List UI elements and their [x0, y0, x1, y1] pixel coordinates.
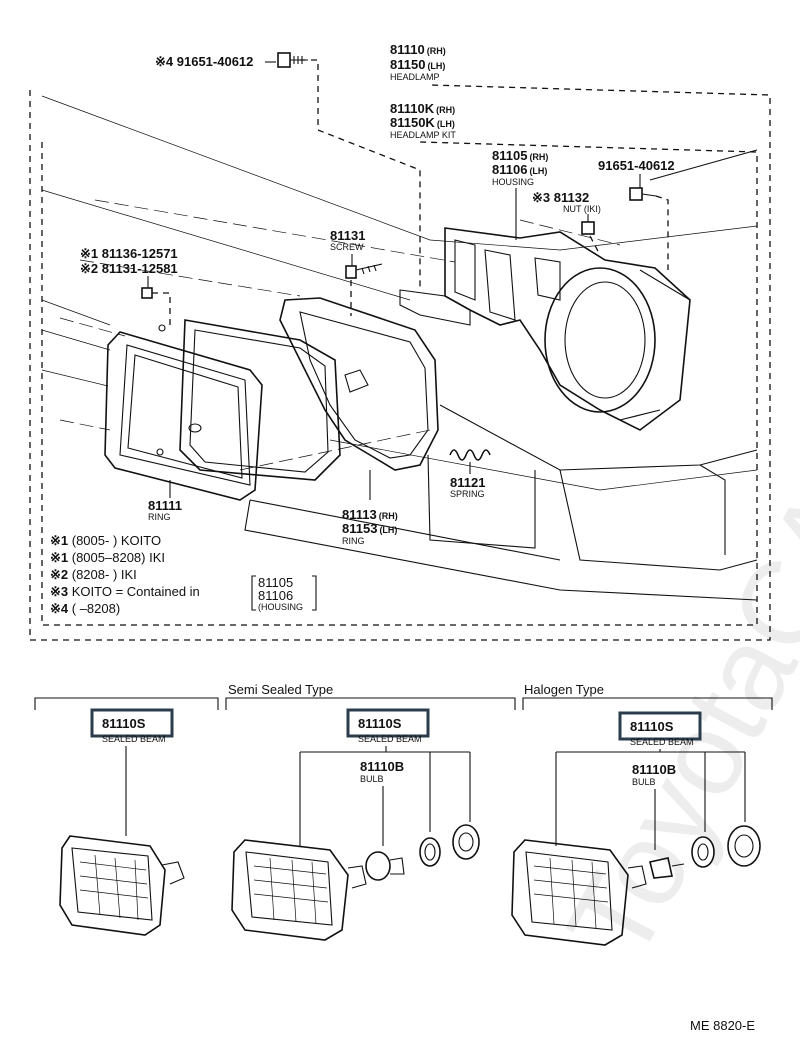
svg-text:(HOUSING: (HOUSING	[258, 602, 303, 612]
headlamp-kit-frame	[41, 141, 758, 626]
sealed-beam-exploded	[179, 319, 341, 481]
bulb-middle-icon	[365, 851, 405, 881]
diagram-code: ME 8820-E	[690, 1018, 755, 1033]
svg-text:81106: 81106	[258, 588, 293, 603]
screw-alt-icon	[141, 287, 171, 325]
svg-text:81105(RH): 81105(RH)	[492, 148, 548, 163]
inner-ring	[279, 297, 439, 471]
socket-middle-icon	[419, 837, 441, 867]
sealed-beam-right: 81110S SEALED BEAM 81110B BULB	[511, 711, 746, 946]
svg-text:※4 ( –8208): ※4 ( –8208)	[50, 601, 120, 616]
svg-text:81113(RH): 81113(RH)	[342, 507, 398, 522]
svg-text:81110B: 81110B	[360, 759, 404, 774]
svg-text:※3 81132: ※3 81132	[532, 190, 589, 205]
notes-block: ※1 (8005- ) KOITO ※1 (8005–8208) IKI ※2 …	[50, 533, 317, 616]
svg-text:81106(LH): 81106(LH)	[492, 162, 547, 177]
svg-text:BULB: BULB	[360, 774, 384, 784]
svg-text:SEALED BEAM: SEALED BEAM	[102, 734, 166, 744]
callout-bolt-right: 91651-40612	[598, 158, 675, 188]
callout-ring-outer: 81111 RING	[148, 480, 182, 522]
svg-text:81110S: 81110S	[102, 716, 146, 731]
housing-bracket	[399, 227, 691, 431]
svg-text:※1 81136-12571: ※1 81136-12571	[80, 246, 178, 261]
screw-top-icon	[277, 52, 308, 68]
outer-ring	[104, 324, 263, 501]
headlamp-assy-frame	[29, 84, 771, 641]
svg-text:Halogen Type: Halogen Type	[524, 682, 604, 697]
sealed-beam-left: 81110S SEALED BEAM	[59, 708, 185, 936]
callout-screw-alt: ※1 81136-12571 ※2 81131-12581	[80, 246, 178, 288]
section-brackets: Semi Sealed Type Halogen Type	[34, 682, 773, 710]
svg-text:81110S: 81110S	[358, 716, 402, 731]
callout-screw-top: ※4 91651-40612	[155, 54, 421, 290]
svg-text:※2 (8208- ) IKI: ※2 (8208- ) IKI	[50, 567, 137, 582]
svg-text:HOUSING: HOUSING	[492, 177, 534, 187]
cap-right-icon	[727, 825, 761, 867]
svg-text:81111: 81111	[148, 498, 182, 513]
svg-text:81110B: 81110B	[632, 762, 676, 777]
svg-text:NUT (IKI): NUT (IKI)	[563, 204, 601, 214]
svg-text:81110(RH): 81110(RH)	[390, 42, 446, 57]
vehicle-body-outline	[41, 95, 758, 601]
svg-text:SEALED BEAM: SEALED BEAM	[630, 737, 694, 747]
svg-text:BULB: BULB	[632, 777, 656, 787]
bolt-right-icon	[629, 187, 669, 270]
nut-icon	[581, 221, 601, 256]
svg-text:SCREW: SCREW	[330, 242, 364, 252]
svg-text:SPRING: SPRING	[450, 489, 485, 499]
svg-text:81121: 81121	[450, 475, 485, 490]
screw-icon	[345, 263, 383, 316]
svg-text:91651-40612: 91651-40612	[598, 158, 675, 173]
explode-guides	[59, 199, 621, 471]
svg-text:※1 (8005- ) KOITO: ※1 (8005- ) KOITO	[50, 533, 161, 548]
svg-text:81110K(RH): 81110K(RH)	[390, 101, 455, 116]
sealed-beam-middle: 81110S SEALED BEAM 81110B BULB	[231, 708, 471, 941]
svg-text:81150K(LH): 81150K(LH)	[390, 115, 455, 130]
svg-text:81153(LH): 81153(LH)	[342, 521, 397, 536]
svg-text:SEALED BEAM: SEALED BEAM	[358, 734, 422, 744]
callout-nut: ※3 81132 NUT (IKI)	[532, 190, 601, 222]
bulb-right-icon	[649, 857, 685, 879]
callout-headlamp-kit: 81110K(RH) 81150K(LH) HEADLAMP KIT	[390, 101, 456, 140]
svg-text:Semi Sealed Type: Semi Sealed Type	[228, 682, 333, 697]
socket-right-icon	[691, 836, 715, 868]
svg-text:※4 91651-40612: ※4 91651-40612	[155, 54, 253, 69]
svg-text:RING: RING	[148, 512, 171, 522]
svg-text:※3 KOITO = Contained in: ※3 KOITO = Contained in	[50, 584, 200, 599]
spring-icon	[449, 449, 491, 461]
svg-text:※1 (8005–8208) IKI: ※1 (8005–8208) IKI	[50, 550, 165, 565]
callout-spring: 81121 SPRING	[450, 462, 485, 499]
svg-text:RING: RING	[342, 536, 365, 546]
svg-text:81105: 81105	[258, 575, 293, 590]
callout-housing: 81105(RH) 81106(LH) HOUSING	[492, 148, 548, 240]
svg-text:HEADLAMP KIT: HEADLAMP KIT	[390, 130, 456, 140]
svg-text:※2 81131-12581: ※2 81131-12581	[80, 261, 178, 276]
svg-text:81131: 81131	[330, 228, 365, 243]
svg-text:HEADLAMP: HEADLAMP	[390, 72, 440, 82]
svg-text:81110S: 81110S	[630, 719, 674, 734]
cap-middle-icon	[452, 824, 480, 860]
callout-headlamp: 81110(RH) 81150(LH) HEADLAMP	[390, 42, 446, 82]
svg-text:81150(LH): 81150(LH)	[390, 57, 445, 72]
callout-ring-inner: 81113(RH) 81153(LH) RING	[342, 470, 398, 546]
callout-screw: 81131 SCREW	[330, 228, 365, 266]
